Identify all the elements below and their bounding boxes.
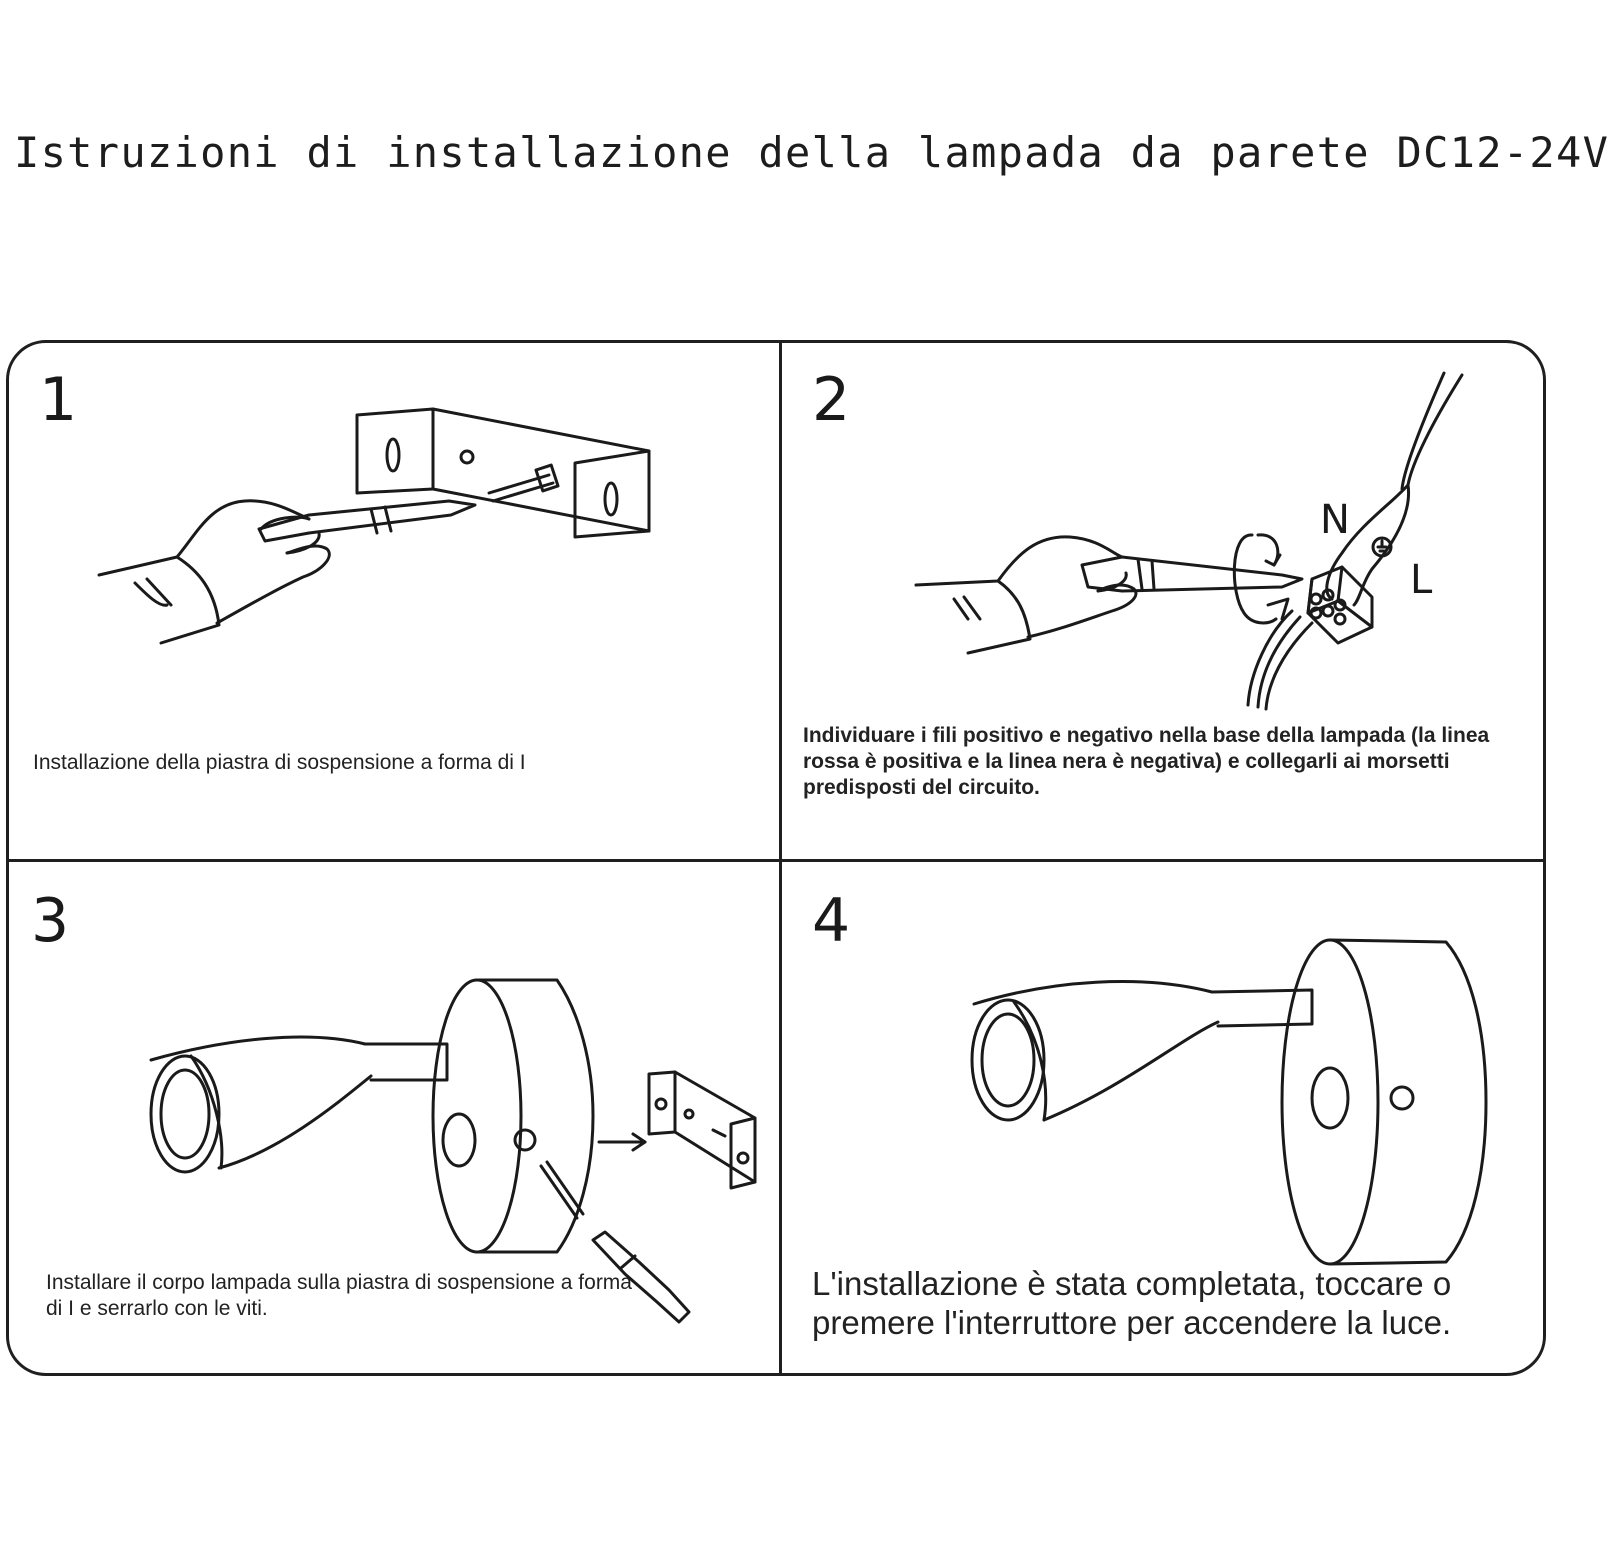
- step-2-number: 2: [812, 365, 851, 435]
- step-1-panel: 1 Installazione della piastra di sospen: [9, 343, 779, 859]
- neutral-label: N: [1320, 497, 1350, 543]
- instruction-board: 1 Installazione della piastra di sospen: [6, 340, 1546, 1376]
- step-4-number: 4: [812, 886, 851, 956]
- step-4-panel: 4 L'installazione è stata completata, to…: [782, 862, 1552, 1378]
- step-3-caption: Installare il corpo lampada sulla piastr…: [46, 1271, 632, 1320]
- mounting-plate-illustration: [97, 407, 651, 645]
- step-3-number: 3: [31, 886, 70, 956]
- step-1-number: 1: [39, 365, 78, 435]
- step-2-caption: Individuare i fili positivo e negativo n…: [803, 724, 1490, 799]
- step-2-panel: 2: [782, 343, 1552, 859]
- step-3-panel: 3 In: [9, 862, 779, 1378]
- horizontal-divider: [9, 859, 1543, 862]
- vertical-divider: [779, 343, 782, 1373]
- wiring-illustration: N L: [914, 371, 1464, 711]
- step-4-caption: L'installazione è stata completata, tocc…: [812, 1265, 1452, 1341]
- lamp-body-mounting-illustration: [149, 978, 757, 1324]
- page-title: Istruzioni di installazione della lampad…: [14, 128, 1609, 177]
- line-label: L: [1410, 557, 1433, 603]
- completed-lamp-illustration: [970, 938, 1488, 1266]
- step-1-caption: Installazione della piastra di sospensio…: [33, 751, 526, 774]
